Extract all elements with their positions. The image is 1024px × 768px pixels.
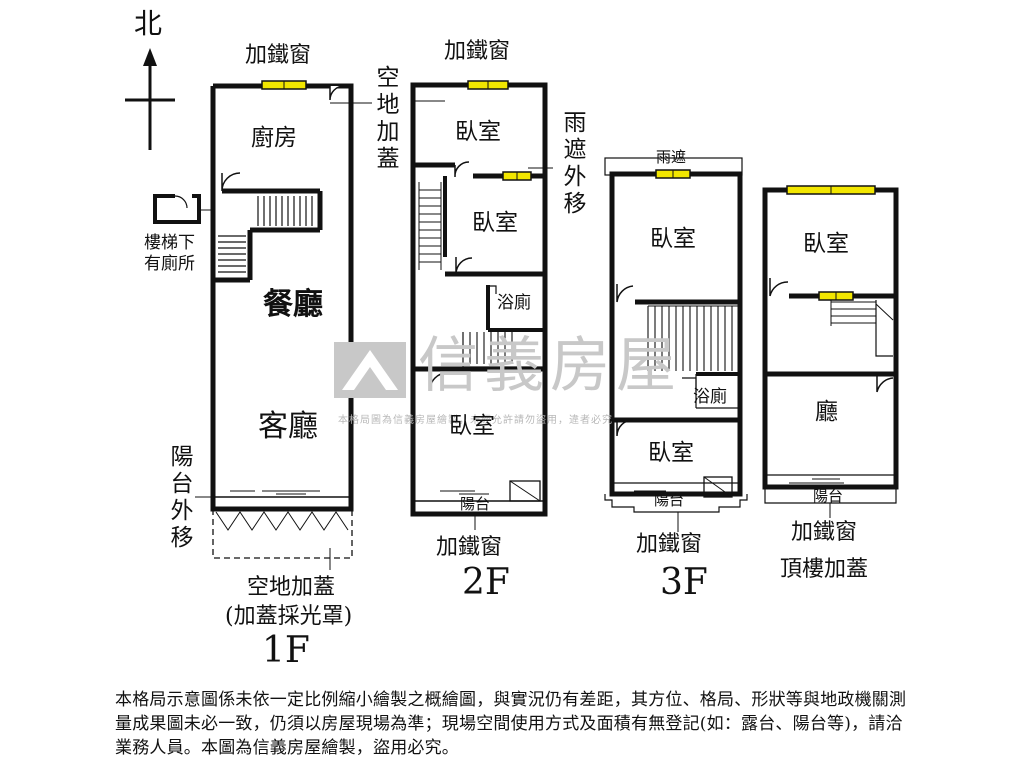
- f2-bedroom-bottom-label: 臥室: [449, 413, 495, 439]
- f1-extension-bottom-label: 空地加蓋: [247, 575, 336, 600]
- roof-balcony-label: 陽台: [813, 487, 844, 505]
- f2-canopy-note: 雨 遮 外 移: [563, 110, 587, 218]
- disclaimer-text: 本格局示意圖係未依一定比例縮小繪製之概繪圖，與實況仍有差距，其方位、格局、形狀等…: [115, 690, 907, 758]
- f1-balcony-note: 陽 台 外 移: [170, 444, 194, 552]
- brand-watermark-text: 信義房屋: [418, 331, 682, 401]
- north-arrow-icon: [125, 48, 175, 150]
- f1-living-label: 客廳: [258, 409, 318, 444]
- f2-window-bottom-label: 加鐵窗: [436, 535, 503, 560]
- f3-bedroom-top-label: 臥室: [650, 226, 696, 252]
- roof-window-bottom-label: 加鐵窗: [791, 520, 858, 545]
- f2-bath-label: 浴廁: [497, 293, 531, 313]
- floor-3f-plan: [604, 157, 748, 532]
- f3-canopy-label: 雨遮: [656, 148, 687, 166]
- floor-roof-plan: [762, 185, 899, 518]
- roof-hall-label: 廳: [815, 399, 838, 425]
- f1-window-label: 加鐵窗: [245, 43, 312, 68]
- f1-dining-label: 餐廳: [263, 287, 323, 322]
- f1-kitchen-label: 廚房: [251, 125, 297, 151]
- f1-skylight-label: (加蓋採光罩): [225, 604, 353, 629]
- brand-logo-icon: [334, 342, 406, 398]
- f1-extension-note: 空 地 加 蓋: [376, 65, 400, 173]
- watermark-notice: 本格局圖為信義房屋繪製，未經允許請勿盜用，違者必究: [338, 415, 613, 426]
- roof-bedroom-label: 臥室: [803, 231, 849, 257]
- floor-label-2f: 2F: [462, 562, 510, 603]
- roof-extension-label: 頂樓加蓋: [780, 557, 869, 582]
- f2-bedroom-mid-label: 臥室: [472, 210, 518, 236]
- floor-2f-plan: [410, 80, 553, 530]
- floor-1f-plan: [153, 80, 372, 570]
- floor-label-1f: 1F: [262, 630, 310, 671]
- f3-bath-label: 浴廁: [693, 387, 727, 407]
- f3-window-bottom-label: 加鐵窗: [636, 532, 703, 557]
- f2-bedroom-top-label: 臥室: [455, 119, 501, 145]
- f2-balcony-label: 陽台: [460, 495, 491, 513]
- f3-bedroom-bottom-label: 臥室: [648, 440, 694, 466]
- f1-toilet-label: 樓梯下 有廁所: [144, 233, 195, 275]
- compass-north-label: 北: [134, 7, 163, 40]
- f3-balcony-label: 陽台: [654, 491, 685, 509]
- floor-label-3f: 3F: [660, 562, 708, 603]
- f2-window-top-label: 加鐵窗: [444, 39, 511, 64]
